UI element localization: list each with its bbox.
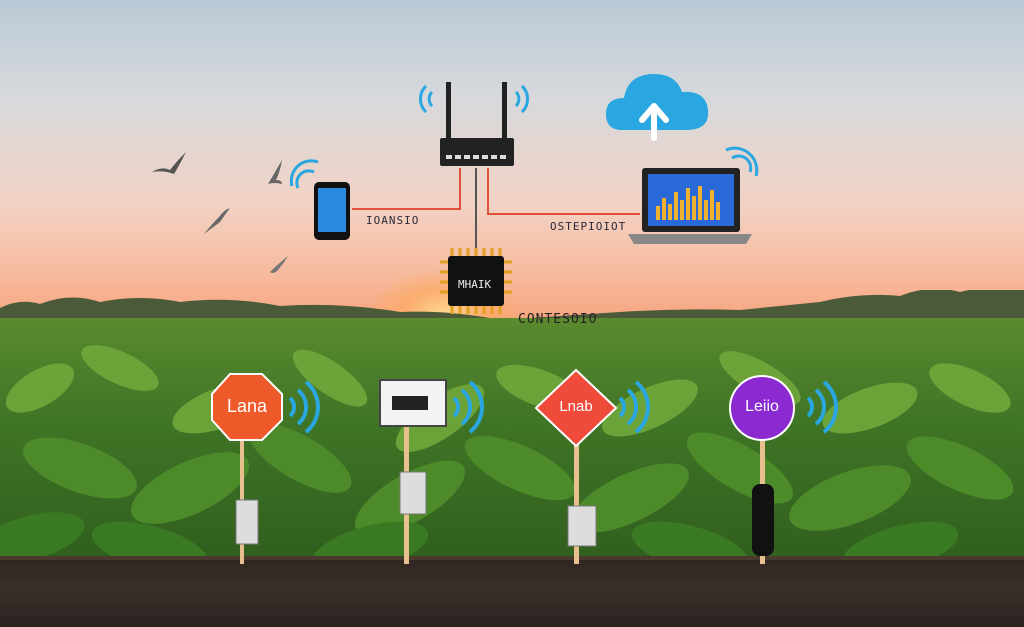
microchip-icon (440, 248, 512, 314)
soil (0, 560, 1024, 627)
sensor-box-2 (379, 379, 484, 564)
laptop-link-label: OSTEPIOIOT (550, 220, 627, 233)
wifi-icon (725, 146, 759, 177)
bird-icon (204, 208, 230, 234)
sign-1-label: Lana (226, 396, 268, 416)
chip-label: MHAIK (458, 278, 492, 291)
bird-icon (270, 256, 288, 273)
sensor-sign-4 (729, 375, 838, 564)
wifi-icon (618, 380, 650, 434)
phone-link-label: IOANSIO (366, 214, 420, 227)
bird-icon (152, 152, 186, 174)
wifi-icon (288, 380, 320, 434)
ground-label: CONTESOIO (518, 312, 598, 327)
sign-4-label: Leiio (745, 398, 779, 415)
smartphone-icon (289, 159, 350, 240)
cloud-upload-icon (606, 74, 709, 141)
wifi-icon (419, 84, 529, 114)
connection-wires (352, 168, 640, 248)
wifi-icon (806, 380, 838, 434)
laptop-icon (628, 146, 759, 244)
wifi-icon (452, 380, 484, 434)
sensor-sign-1 (211, 373, 320, 564)
wifi-icon (289, 159, 319, 189)
router-icon (419, 82, 529, 166)
sign-3-label: Lnab (559, 398, 593, 415)
bird-icon (268, 160, 282, 184)
sensor-sign-3 (534, 368, 650, 564)
